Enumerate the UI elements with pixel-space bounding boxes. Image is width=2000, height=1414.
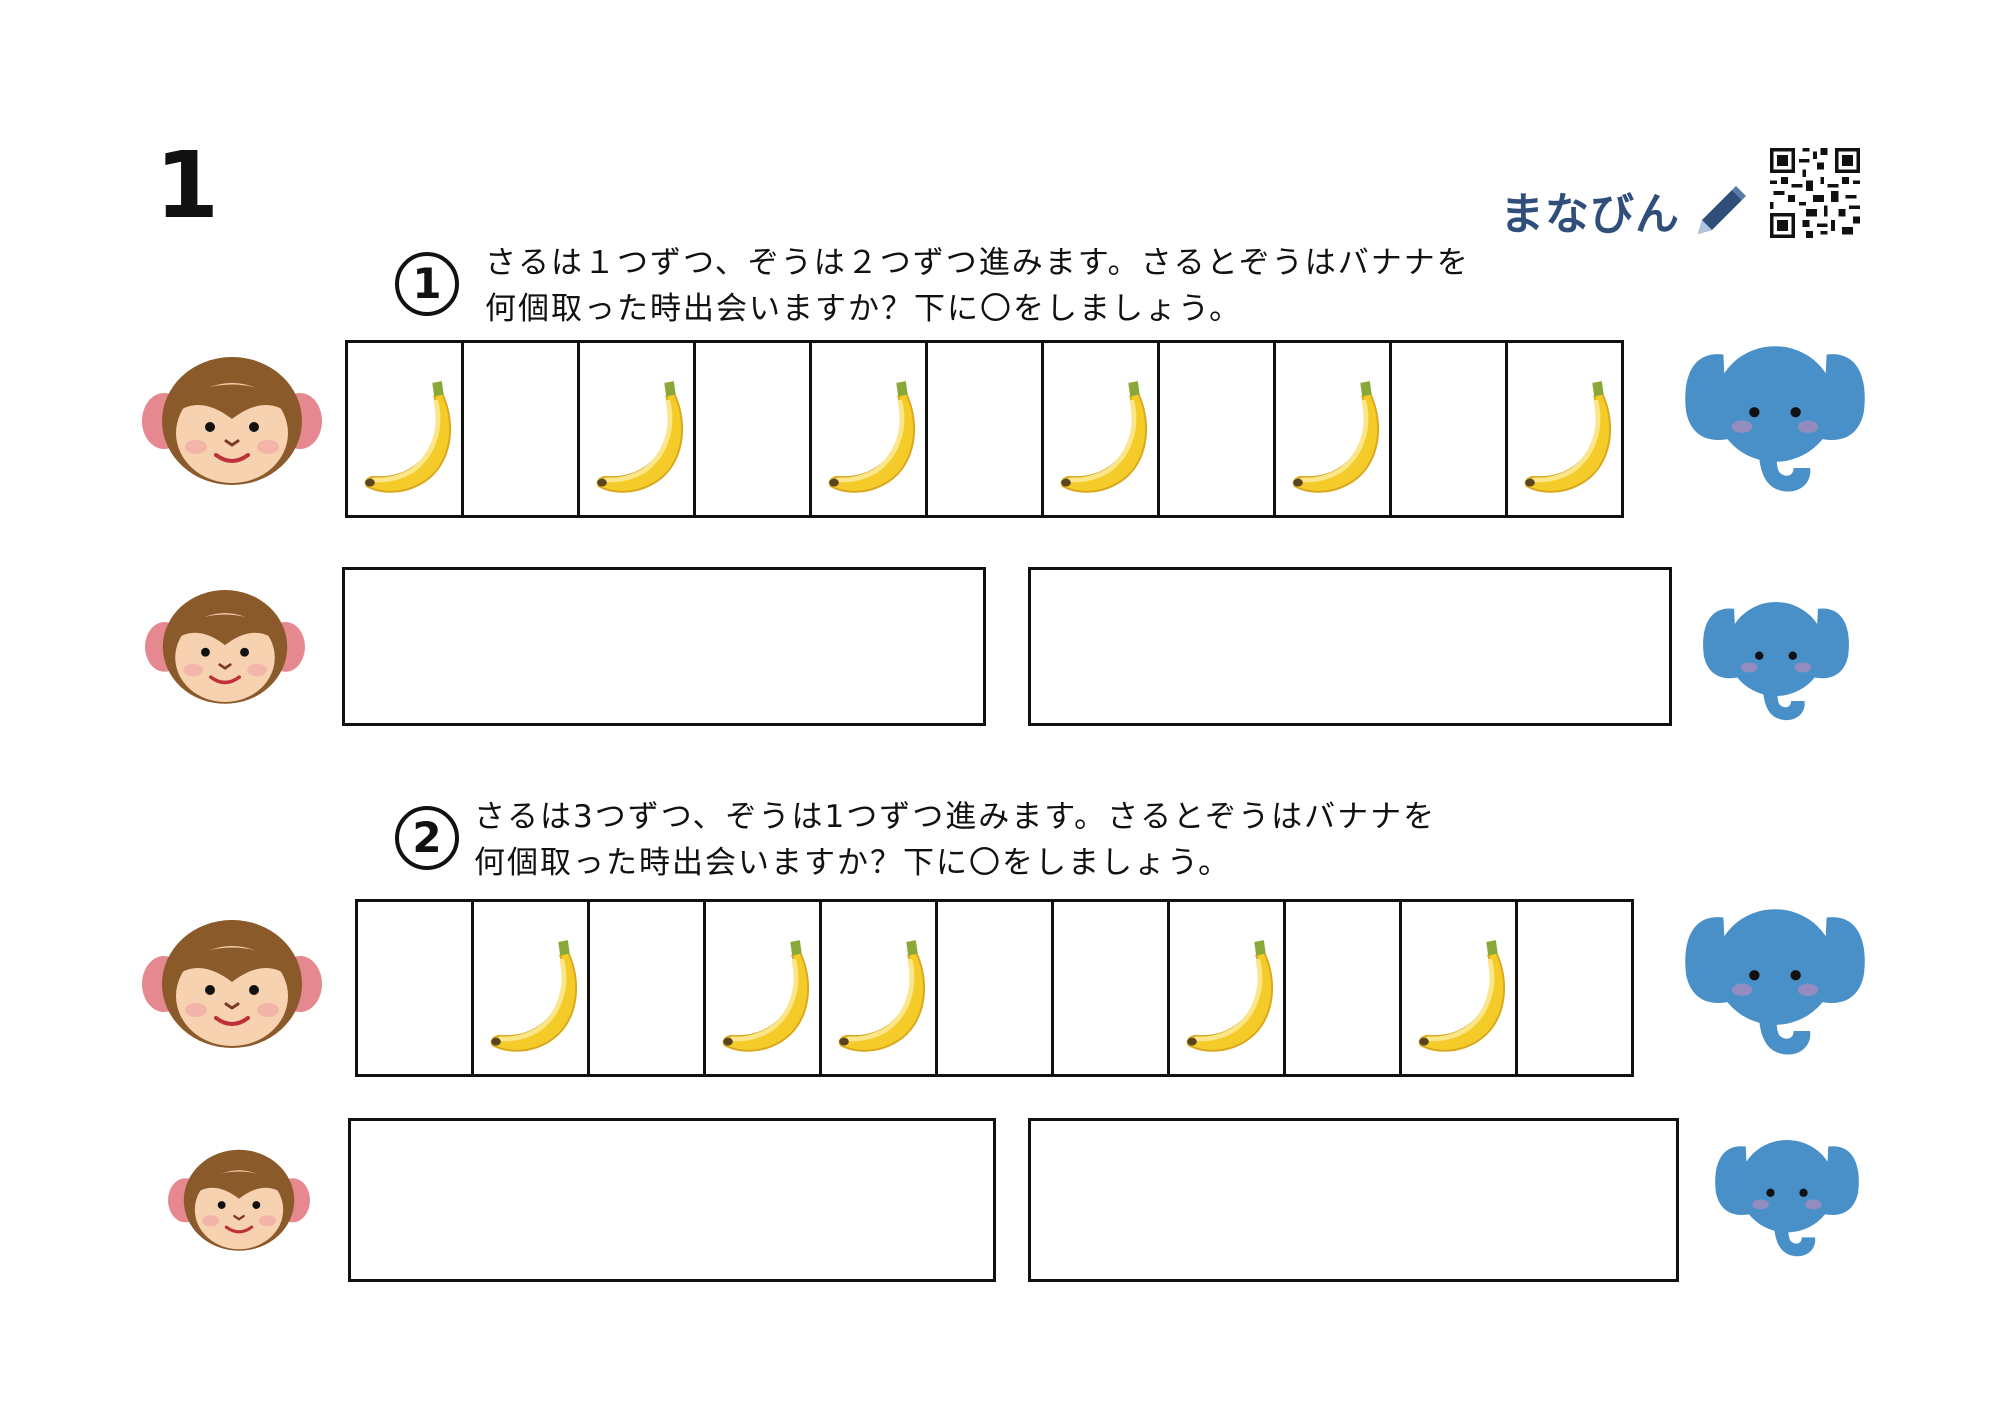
track-2 (355, 899, 1634, 1077)
question-2-line-2: 何個取った時出会いますか？下に〇をしましょう。 (474, 845, 1232, 881)
logo-text: まなびん (1500, 189, 1680, 240)
track-cell (935, 899, 1054, 1077)
track-1 (345, 340, 1624, 518)
answer-box-elephant-1[interactable] (1028, 567, 1672, 726)
track-cell (1399, 899, 1518, 1077)
track-cell (925, 340, 1044, 518)
answer-box-monkey-2[interactable] (348, 1118, 996, 1282)
track-cell (693, 340, 812, 518)
banana-icon (1402, 902, 1515, 1074)
elephant-icon (1685, 346, 1865, 492)
question-1-number: 1 (395, 252, 459, 316)
question-1-line-2: 何個取った時出会いますか？下に〇をしましょう。 (485, 291, 1243, 327)
question-2-text: さるは3つずつ、ぞうは1つずつ進みます。さるとぞうはバナナを 何個取った時出会い… (474, 794, 1436, 886)
question-1-text: さるは１つずつ、ぞうは２つずつ進みます。さるとぞうはバナナを 何個取った時出会い… (485, 240, 1470, 332)
track-cell (703, 899, 822, 1077)
question-1-line-1: さるは１つずつ、ぞうは２つずつ進みます。さるとぞうはバナナを (485, 245, 1470, 281)
monkey-icon (168, 1148, 310, 1251)
elephant-icon (1685, 909, 1865, 1055)
monkey-icon (142, 355, 322, 485)
banana-icon (822, 902, 935, 1074)
track-cell (1167, 899, 1286, 1077)
track-cell (577, 340, 696, 518)
track-cell (819, 899, 938, 1077)
logo: まなびん (1500, 178, 1750, 240)
track-cell (461, 340, 580, 518)
banana-icon (706, 902, 819, 1074)
banana-icon (812, 343, 925, 515)
banana-icon (1276, 343, 1389, 515)
monkey-icon (145, 588, 305, 704)
track-cell (1157, 340, 1276, 518)
track-cell (1041, 340, 1160, 518)
qr-code (1770, 148, 1860, 238)
pencil-icon (1698, 186, 1746, 234)
track-cell (1515, 899, 1634, 1077)
banana-icon (1170, 902, 1283, 1074)
track-cell (471, 899, 590, 1077)
answer-box-monkey-1[interactable] (342, 567, 986, 726)
track-cell (1505, 340, 1624, 518)
question-2-number: 2 (395, 806, 459, 870)
banana-icon (348, 343, 461, 515)
banana-icon (474, 902, 587, 1074)
banana-icon (580, 343, 693, 515)
banana-icon (1508, 343, 1621, 515)
track-cell (1283, 899, 1402, 1077)
track-cell (587, 899, 706, 1077)
question-2-line-1: さるは3つずつ、ぞうは1つずつ進みます。さるとぞうはバナナを (474, 799, 1437, 835)
answer-box-elephant-2[interactable] (1028, 1118, 1679, 1282)
elephant-icon (1715, 1139, 1859, 1257)
page-number: 1 (155, 132, 220, 239)
track-cell (1389, 340, 1508, 518)
elephant-icon (1703, 602, 1849, 721)
monkey-icon (142, 918, 322, 1048)
track-cell (1273, 340, 1392, 518)
track-cell (809, 340, 928, 518)
track-cell (1051, 899, 1170, 1077)
banana-icon (1044, 343, 1157, 515)
track-cell (355, 899, 474, 1077)
track-cell (345, 340, 464, 518)
